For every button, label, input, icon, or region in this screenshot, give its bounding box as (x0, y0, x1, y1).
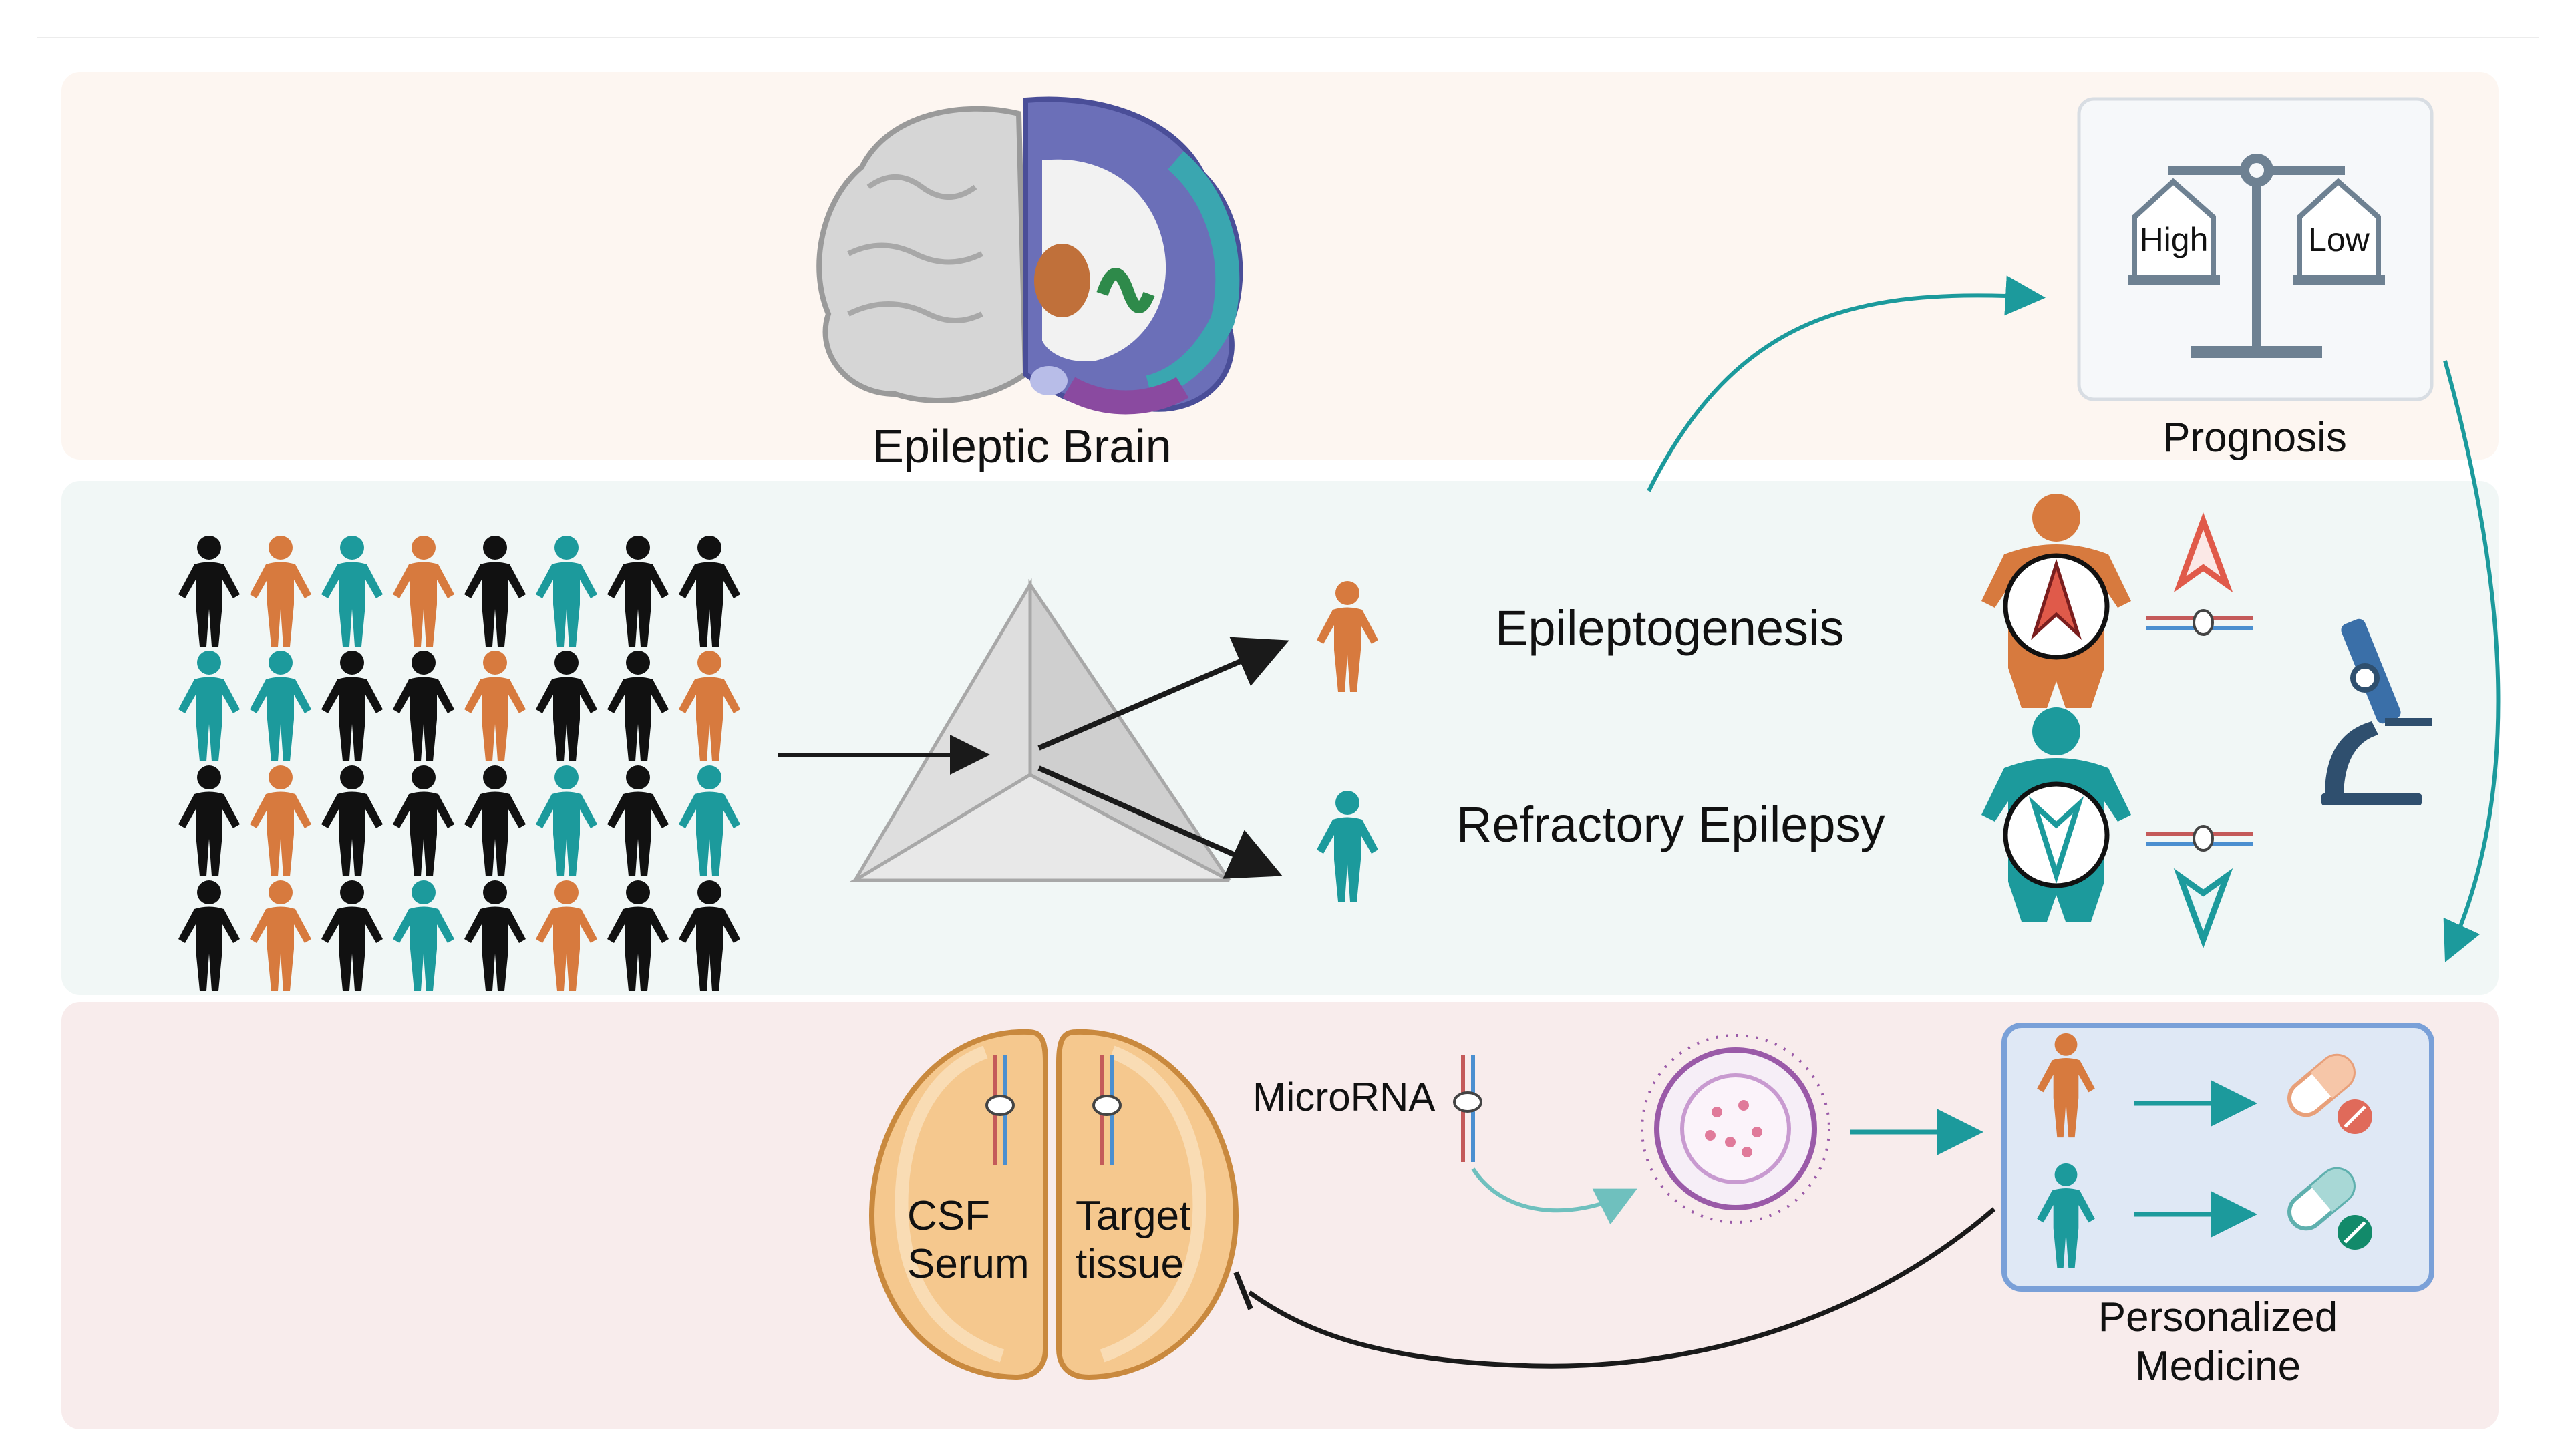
label-medicine: Medicine (2134, 1343, 2301, 1389)
brain-left-folds (847, 174, 983, 323)
microscope-icon (2321, 618, 2432, 805)
label-epileptogenesis: Epileptogenesis (1495, 600, 1844, 656)
mirna-strand-icon-lower (2146, 825, 2253, 852)
label-csf: CSF (907, 1193, 990, 1239)
person-downregulated-figure (1981, 707, 2131, 922)
label-prognosis: Prognosis (2162, 415, 2347, 461)
scale-pan-low (2293, 178, 2385, 285)
brain-hippocampus (1096, 268, 1155, 313)
inhibition-bar (1233, 1271, 1253, 1310)
scale-pan-high (2128, 178, 2220, 285)
label-refractory-epilepsy: Refractory Epilepsy (1456, 797, 1885, 852)
pill-teal-icon (2287, 1167, 2372, 1250)
brain-right-cortex-purple (1062, 377, 1189, 415)
pill-orange-icon (2287, 1053, 2372, 1134)
epileptic-brain-illustration (816, 96, 1243, 415)
mirna-hairpin-label-icon (1453, 1055, 1482, 1162)
scale-icon (2168, 154, 2345, 358)
person-upregulated-figure (1981, 494, 2131, 708)
label-serum: Serum (907, 1241, 1029, 1287)
label-microrna: MicroRNA (1253, 1075, 1436, 1119)
arrow-prognosis-to-medicine (2443, 360, 2501, 962)
up-arrowhead-icon (2173, 512, 2233, 593)
band-bottom (61, 1002, 2499, 1429)
label-tissue: tissue (1076, 1241, 1184, 1287)
brain-right-cortex-teal (1146, 151, 1240, 399)
brain-thalamus (1034, 244, 1090, 317)
arrow-to-prognosis (1647, 275, 2046, 492)
brain-ventricle (1030, 366, 1068, 395)
arrow-to-refractory (1037, 765, 1283, 879)
arrow-mirna-to-exosome (1471, 1167, 1637, 1225)
arrow-to-epileptogenesis (1037, 637, 1289, 751)
label-epileptic-brain: Epileptic Brain (872, 420, 1172, 472)
down-arrowhead-icon (2173, 868, 2233, 949)
mirna-hairpin-target (1092, 1055, 1122, 1165)
band-top (61, 72, 2499, 460)
label-target: Target (1076, 1193, 1191, 1239)
top-divider (37, 37, 2539, 38)
label-low: Low (2308, 221, 2370, 258)
exosome-icon (1641, 1034, 1830, 1224)
band-middle (61, 481, 2499, 995)
mirna-strand-icon-upper (2146, 609, 2253, 636)
inhibition-arrow-medicine-to-tissue (1247, 1207, 1996, 1369)
label-personalized: Personalized (2098, 1294, 2338, 1340)
label-high: High (2139, 221, 2209, 258)
pyramid-shape (849, 578, 1231, 882)
mirna-hairpin-csf (985, 1055, 1015, 1165)
